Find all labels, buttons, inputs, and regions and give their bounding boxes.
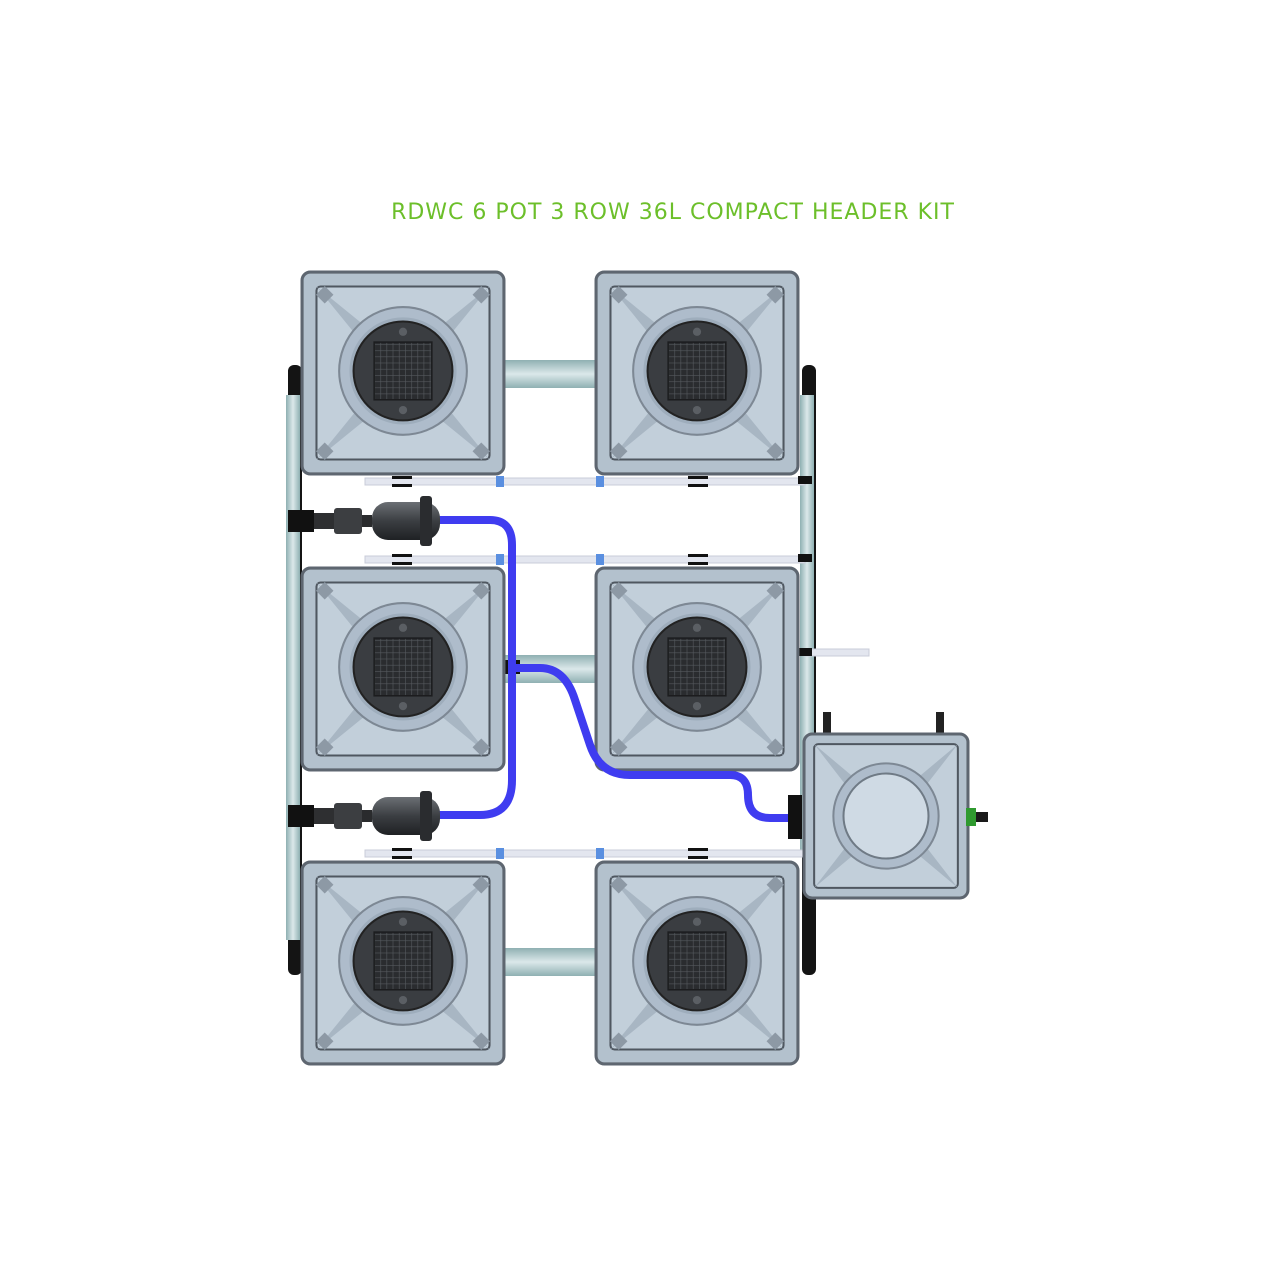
return-line-3 <box>364 849 806 858</box>
return-line-overflow <box>804 648 870 657</box>
connector-pipe-row1 <box>500 360 600 388</box>
pump-bottom <box>288 791 440 841</box>
header-tank-vent-left <box>823 712 831 734</box>
header-tank-drain-tap <box>966 808 988 826</box>
grow-pot-6 <box>594 860 800 1066</box>
grow-pot-3 <box>300 566 506 772</box>
grow-pot-1 <box>300 270 506 476</box>
grow-pot-5 <box>300 860 506 1066</box>
hose-to-header-tank <box>511 664 802 822</box>
diagram-title: RDWC 6 POT 3 ROW 36L COMPACT HEADER KIT <box>391 200 955 225</box>
grow-pot-4 <box>594 566 800 772</box>
hose-pump-loop <box>436 516 516 819</box>
header-tank-inlet <box>788 795 802 839</box>
return-line-1 <box>364 477 806 486</box>
grow-pot-2 <box>594 270 800 476</box>
header-tank-vent-right <box>936 712 944 734</box>
pump-top <box>288 496 440 546</box>
header-tank <box>802 732 970 900</box>
return-line-2 <box>364 555 806 564</box>
connector-pipe-row3 <box>500 948 600 976</box>
valve-markers <box>496 476 604 859</box>
left-manifold-pipe <box>286 395 300 940</box>
